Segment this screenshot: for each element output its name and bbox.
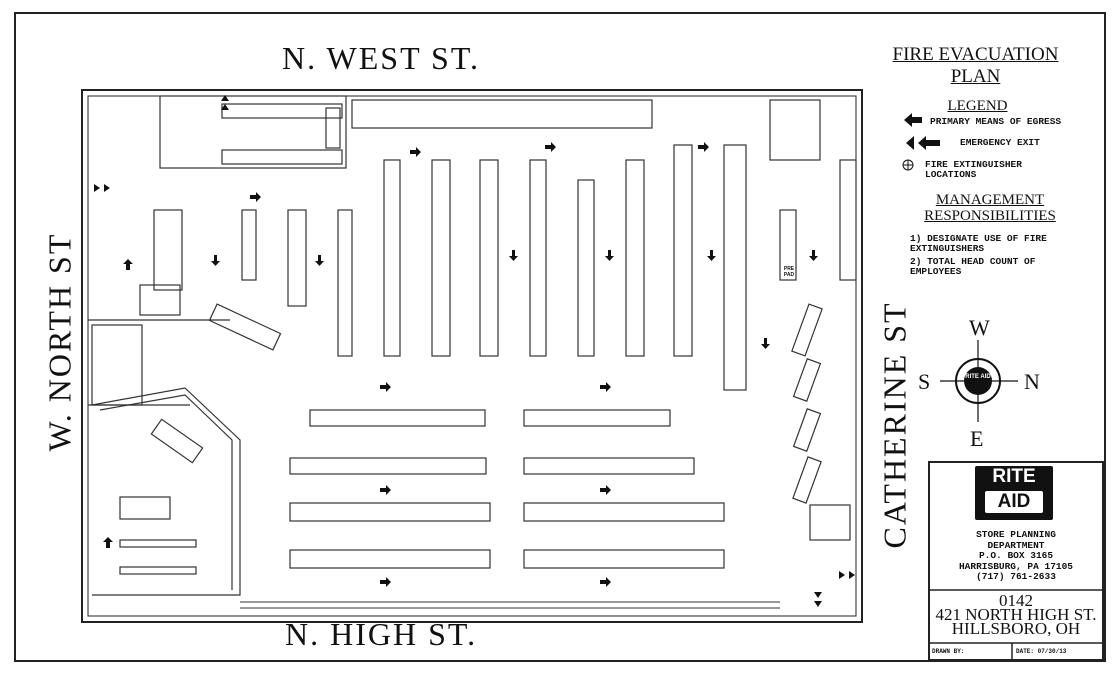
egress-arrow-icon: [605, 250, 614, 261]
egress-arrow-icon: [698, 142, 709, 152]
compass-north: N: [1024, 369, 1040, 394]
aisles-horizontal: [289, 409, 725, 569]
management-heading-line2: RESPONSIBILITIES: [924, 208, 1056, 224]
dept-line: P.O. BOX 3165: [978, 550, 1054, 561]
street-north: N. WEST ST.: [282, 40, 481, 76]
date-label: DATE: 07/30/13: [1016, 648, 1067, 655]
south-wall-shelving: [240, 601, 780, 609]
legend-egress-label: PRIMARY MEANS OF EGRESS: [930, 116, 1062, 127]
pharmacy-area: [91, 303, 282, 596]
egress-arrow-icon: [410, 147, 421, 157]
compass-south: S: [918, 369, 931, 394]
emergency-exit-icon: [94, 184, 110, 192]
egress-arrows: [103, 142, 818, 587]
compass-east: E: [970, 426, 984, 451]
plan-subtitle: PLAN: [950, 66, 1001, 87]
compass-west: W: [969, 315, 990, 340]
management-item-1: 1) DESIGNATE USE OF FIRE EXTINGUISHERS: [910, 233, 1047, 254]
egress-arrow-icon: [380, 382, 391, 392]
legend-single-arrow-icon: [904, 113, 922, 127]
egress-arrow-icon: [211, 255, 220, 266]
checkout-counters: [791, 303, 823, 504]
legend-exit-label: EMERGENCY EXIT: [960, 137, 1040, 148]
dept-line: STORE PLANNING: [976, 529, 1056, 540]
store-address1: 421 NORTH HIGH ST.: [935, 605, 1097, 624]
compass-center-logo: RITE AID: [965, 374, 991, 380]
emergency-exit-icon: [839, 571, 855, 579]
store-number: 0142: [999, 591, 1033, 610]
emergency-exit-icon: [814, 592, 822, 607]
egress-arrow-icon: [545, 142, 556, 152]
egress-arrow-icon: [380, 485, 391, 495]
management-heading: MANAGEMENT RESPONSIBILITIES: [905, 192, 1075, 224]
dept-line: HARRISBURG, PA 17105: [958, 560, 1074, 572]
egress-arrow-icon: [707, 250, 716, 261]
title-block: [928, 461, 1104, 661]
plan-title: FIRE EVACUATION: [892, 44, 1059, 65]
drawing-frame: [14, 12, 1106, 662]
store-info: 0142 421 NORTH HIGH ST. HILLSBORO, OH: [930, 591, 1102, 638]
drawn-by-label: DRAWN BY:: [932, 648, 965, 655]
legend-extinguisher-label: FIRE EXTINGUISHER LOCATIONS: [925, 159, 1022, 180]
pre-pad-label: PRE PAD: [783, 266, 795, 278]
egress-arrow-icon: [123, 259, 133, 270]
department-info: STORE PLANNING DEPARTMENT P.O. BOX 3165 …: [936, 529, 1096, 583]
egress-arrow-icon: [250, 192, 261, 202]
egress-arrow-icon: [809, 250, 818, 261]
egress-arrow-icon: [600, 485, 611, 495]
egress-arrow-icon: [380, 577, 391, 587]
emergency-exit-arrows: [94, 95, 855, 607]
back-rooms: [88, 95, 857, 541]
legend-double-arrow-icon: [906, 136, 940, 150]
legend-heading: LEGEND: [947, 98, 1008, 114]
building-walls: [81, 89, 863, 623]
egress-arrow-icon: [600, 577, 611, 587]
title-block-lines: [928, 589, 1104, 661]
egress-arrow-icon: [761, 338, 770, 349]
emergency-exit-icon: [221, 95, 229, 110]
compass-rose: [940, 340, 1018, 422]
legend-icons: [902, 113, 940, 171]
rite-aid-logo: RITE AID: [975, 466, 1053, 520]
store-address2: HILLSBORO, OH: [951, 619, 1081, 638]
egress-arrow-icon: [315, 255, 324, 266]
management-heading-line1: MANAGEMENT: [935, 192, 1045, 208]
egress-arrow-icon: [600, 382, 611, 392]
dept-line: (717) 761-2633: [976, 571, 1056, 582]
logo-line1: RITE: [992, 466, 1036, 487]
aisles-vertical: [241, 144, 797, 391]
dept-line: DEPARTMENT: [987, 539, 1045, 551]
legend-fire-extinguisher-icon: [902, 159, 914, 171]
egress-arrow-icon: [103, 537, 113, 548]
management-item-2: 2) TOTAL HEAD COUNT OF EMPLOYEES: [910, 256, 1036, 277]
logo-line2: AID: [985, 491, 1043, 513]
egress-arrow-icon: [509, 250, 518, 261]
